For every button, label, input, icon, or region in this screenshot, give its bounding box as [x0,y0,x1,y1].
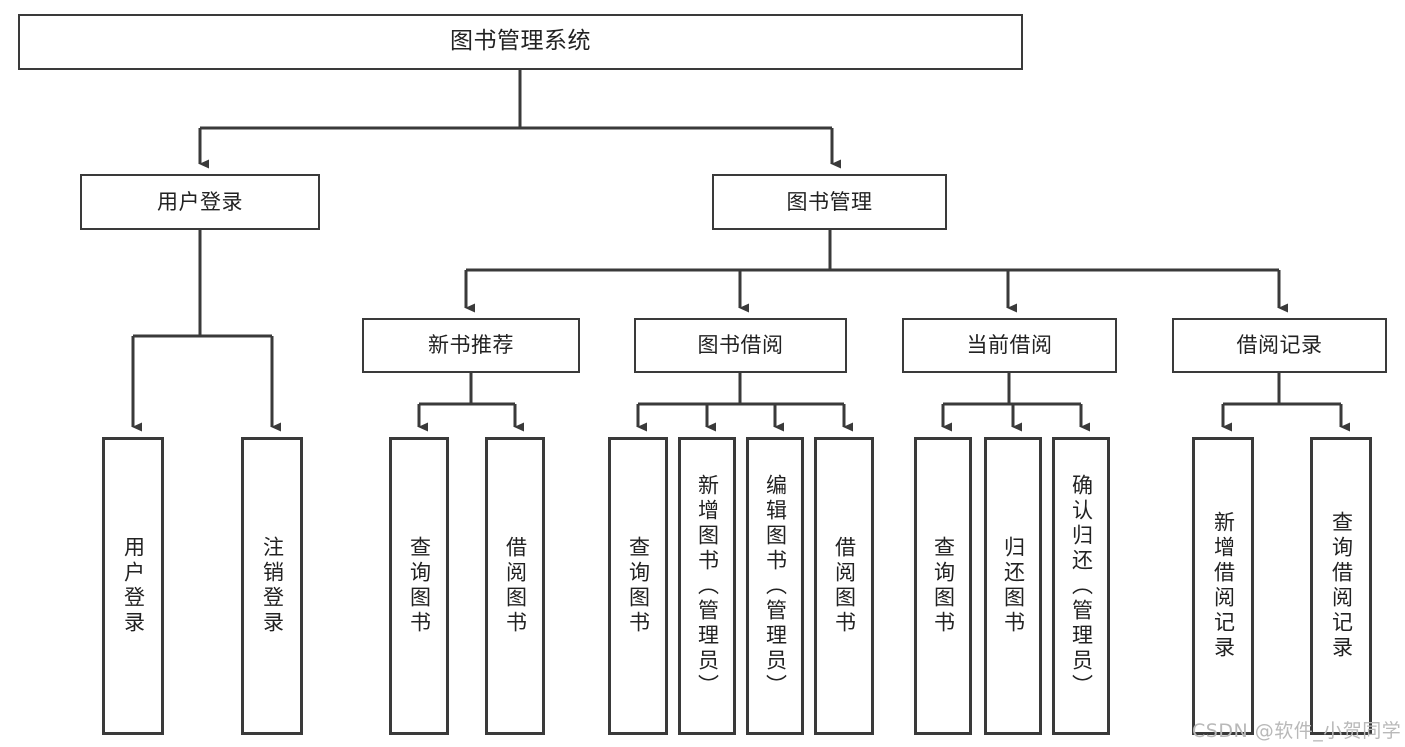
node-leaf-query-record[interactable]: 查询借阅记录 [1310,437,1372,735]
node-leaf-query-book-1-label: 查询图书 [407,536,432,636]
node-leaf-query-book-1[interactable]: 查询图书 [389,437,449,735]
node-root-label: 图书管理系统 [450,28,591,55]
node-leaf-query-book-3-label: 查询图书 [931,536,956,636]
node-root[interactable]: 图书管理系统 [18,14,1023,70]
node-user-login[interactable]: 用户登录 [80,174,320,230]
node-leaf-add-record-label: 新增借阅记录 [1211,511,1236,661]
watermark: CSDN @软件_小贺同学 [1192,720,1402,742]
node-leaf-user-login-label: 用户登录 [121,536,146,636]
node-borrow-record-label: 借阅记录 [1236,333,1323,358]
node-leaf-borrow-book-1-label: 借阅图书 [503,536,528,636]
node-leaf-return-book[interactable]: 归还图书 [984,437,1042,735]
node-leaf-edit-book[interactable]: 编辑图书（管理员） [746,437,804,735]
node-leaf-user-logout-label: 注销登录 [260,536,285,636]
node-new-book-recommend-label: 新书推荐 [428,333,514,358]
node-leaf-borrow-book-2-label: 借阅图书 [832,536,857,636]
node-leaf-return-book-label: 归还图书 [1001,536,1026,636]
node-borrow-record[interactable]: 借阅记录 [1172,318,1387,373]
node-leaf-add-book-label: 新增图书（管理员） [695,473,720,699]
node-leaf-confirm-return[interactable]: 确认归还（管理员） [1052,437,1110,735]
node-book-manage-label: 图书管理 [786,189,873,214]
node-leaf-borrow-book-1[interactable]: 借阅图书 [485,437,545,735]
node-current-borrow-label: 当前借阅 [966,333,1053,358]
node-leaf-user-logout[interactable]: 注销登录 [241,437,303,735]
node-book-borrow[interactable]: 图书借阅 [634,318,847,373]
node-new-book-recommend[interactable]: 新书推荐 [362,318,580,373]
node-leaf-query-book-2-label: 查询图书 [626,536,651,636]
node-book-manage[interactable]: 图书管理 [712,174,947,230]
node-leaf-add-record[interactable]: 新增借阅记录 [1192,437,1254,735]
node-leaf-query-book-2[interactable]: 查询图书 [608,437,668,735]
node-current-borrow[interactable]: 当前借阅 [902,318,1117,373]
node-leaf-confirm-return-label: 确认归还（管理员） [1069,473,1094,699]
node-leaf-edit-book-label: 编辑图书（管理员） [763,473,788,699]
node-book-borrow-label: 图书借阅 [697,333,784,358]
node-leaf-query-book-3[interactable]: 查询图书 [914,437,972,735]
node-leaf-query-record-label: 查询借阅记录 [1329,511,1354,661]
node-leaf-add-book[interactable]: 新增图书（管理员） [678,437,736,735]
node-user-login-label: 用户登录 [157,189,243,214]
node-leaf-borrow-book-2[interactable]: 借阅图书 [814,437,874,735]
node-leaf-user-login[interactable]: 用户登录 [102,437,164,735]
